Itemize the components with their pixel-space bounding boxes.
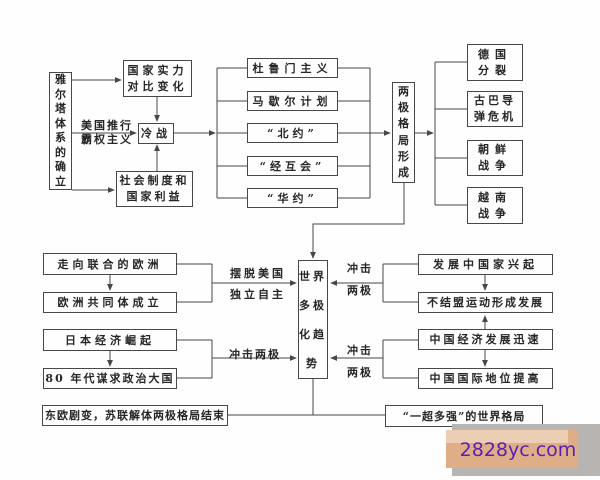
node-marshall-plan: 马歇尔计划 [247, 91, 338, 111]
node-eec-founded: 欧洲共同体成立 [43, 292, 177, 313]
node-cold-war: 冷战 [138, 123, 174, 144]
node-multipolar-trend: 世界 多极 化趋 势 [298, 260, 328, 379]
node-comecon: “经互会” [247, 156, 338, 176]
node-system-interest: 社会制度和 国家利益 [116, 171, 193, 207]
node-power-shift: 国家实力 对比变化 [123, 60, 192, 97]
label-impact-bipolar-right-top: 冲击 两极 [347, 262, 373, 297]
label-us-hegemony: 美国推行 霸权主义 [81, 119, 133, 146]
node-nato: “北约” [247, 123, 338, 143]
label-impact-bipolar-right-bottom: 冲击 两极 [347, 344, 373, 379]
node-nonaligned-movement: 不结盟运动形成发展 [418, 292, 553, 313]
node-china-economy: 中国经济发展迅速 [418, 329, 553, 350]
watermark-light-strip [446, 430, 568, 443]
node-germany-split: 德国 分裂 [467, 44, 523, 81]
label-impact-bipolar-left: 冲击两极 [229, 348, 281, 361]
node-korean-war: 朝鲜 战争 [467, 140, 523, 176]
node-truman-doctrine: 杜鲁门主义 [247, 58, 338, 78]
node-developing-countries: 发展中国家兴起 [418, 254, 553, 275]
node-warsaw-pact: “华约” [247, 188, 338, 208]
node-cuba-crisis: 古巴导 弹危机 [467, 91, 523, 127]
node-one-superpower-many-strong: “一超多强”的世界格局 [385, 405, 543, 427]
node-china-status: 中国国际地位提高 [418, 368, 553, 389]
node-yalta-system: 雅 尔 塔 体 系 的 确 立 [49, 72, 72, 190]
node-vietnam-war: 越南 战争 [467, 187, 523, 224]
node-japan-rise: 日本经济崛起 [43, 329, 177, 351]
label-independent-from-us: 摆脱美国 独立自主 [230, 267, 286, 301]
node-japan-political-power: 80 年代谋求政治大国 [43, 368, 177, 389]
node-europe-union: 走向联合的欧洲 [43, 253, 177, 275]
watermark-text: 2828yc.com [459, 439, 577, 461]
node-soviet-collapse: 东欧剧变，苏联解体两极格局结束 [42, 405, 228, 426]
node-bipolar-formation: 两 极 格 局 形 成 [392, 82, 415, 183]
